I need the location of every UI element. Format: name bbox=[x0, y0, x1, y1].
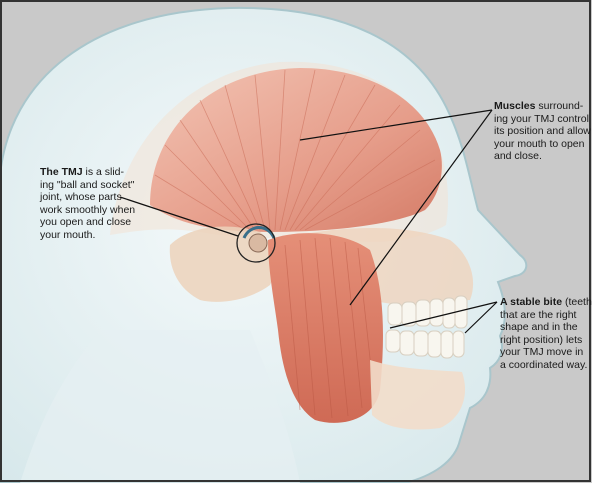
tmj-label: The TMJ is a slid- ing "ball and socket"… bbox=[40, 166, 160, 241]
muscles-label: Muscles surround- ing your TMJ control i… bbox=[494, 100, 592, 163]
muscles-label-title: Muscles bbox=[494, 100, 535, 112]
tmj-label-title: The TMJ bbox=[40, 166, 83, 178]
bite-label: A stable bite (teeth that are the right … bbox=[500, 296, 592, 371]
bite-label-title: A stable bite bbox=[500, 296, 562, 308]
tmj-ball bbox=[249, 234, 267, 252]
